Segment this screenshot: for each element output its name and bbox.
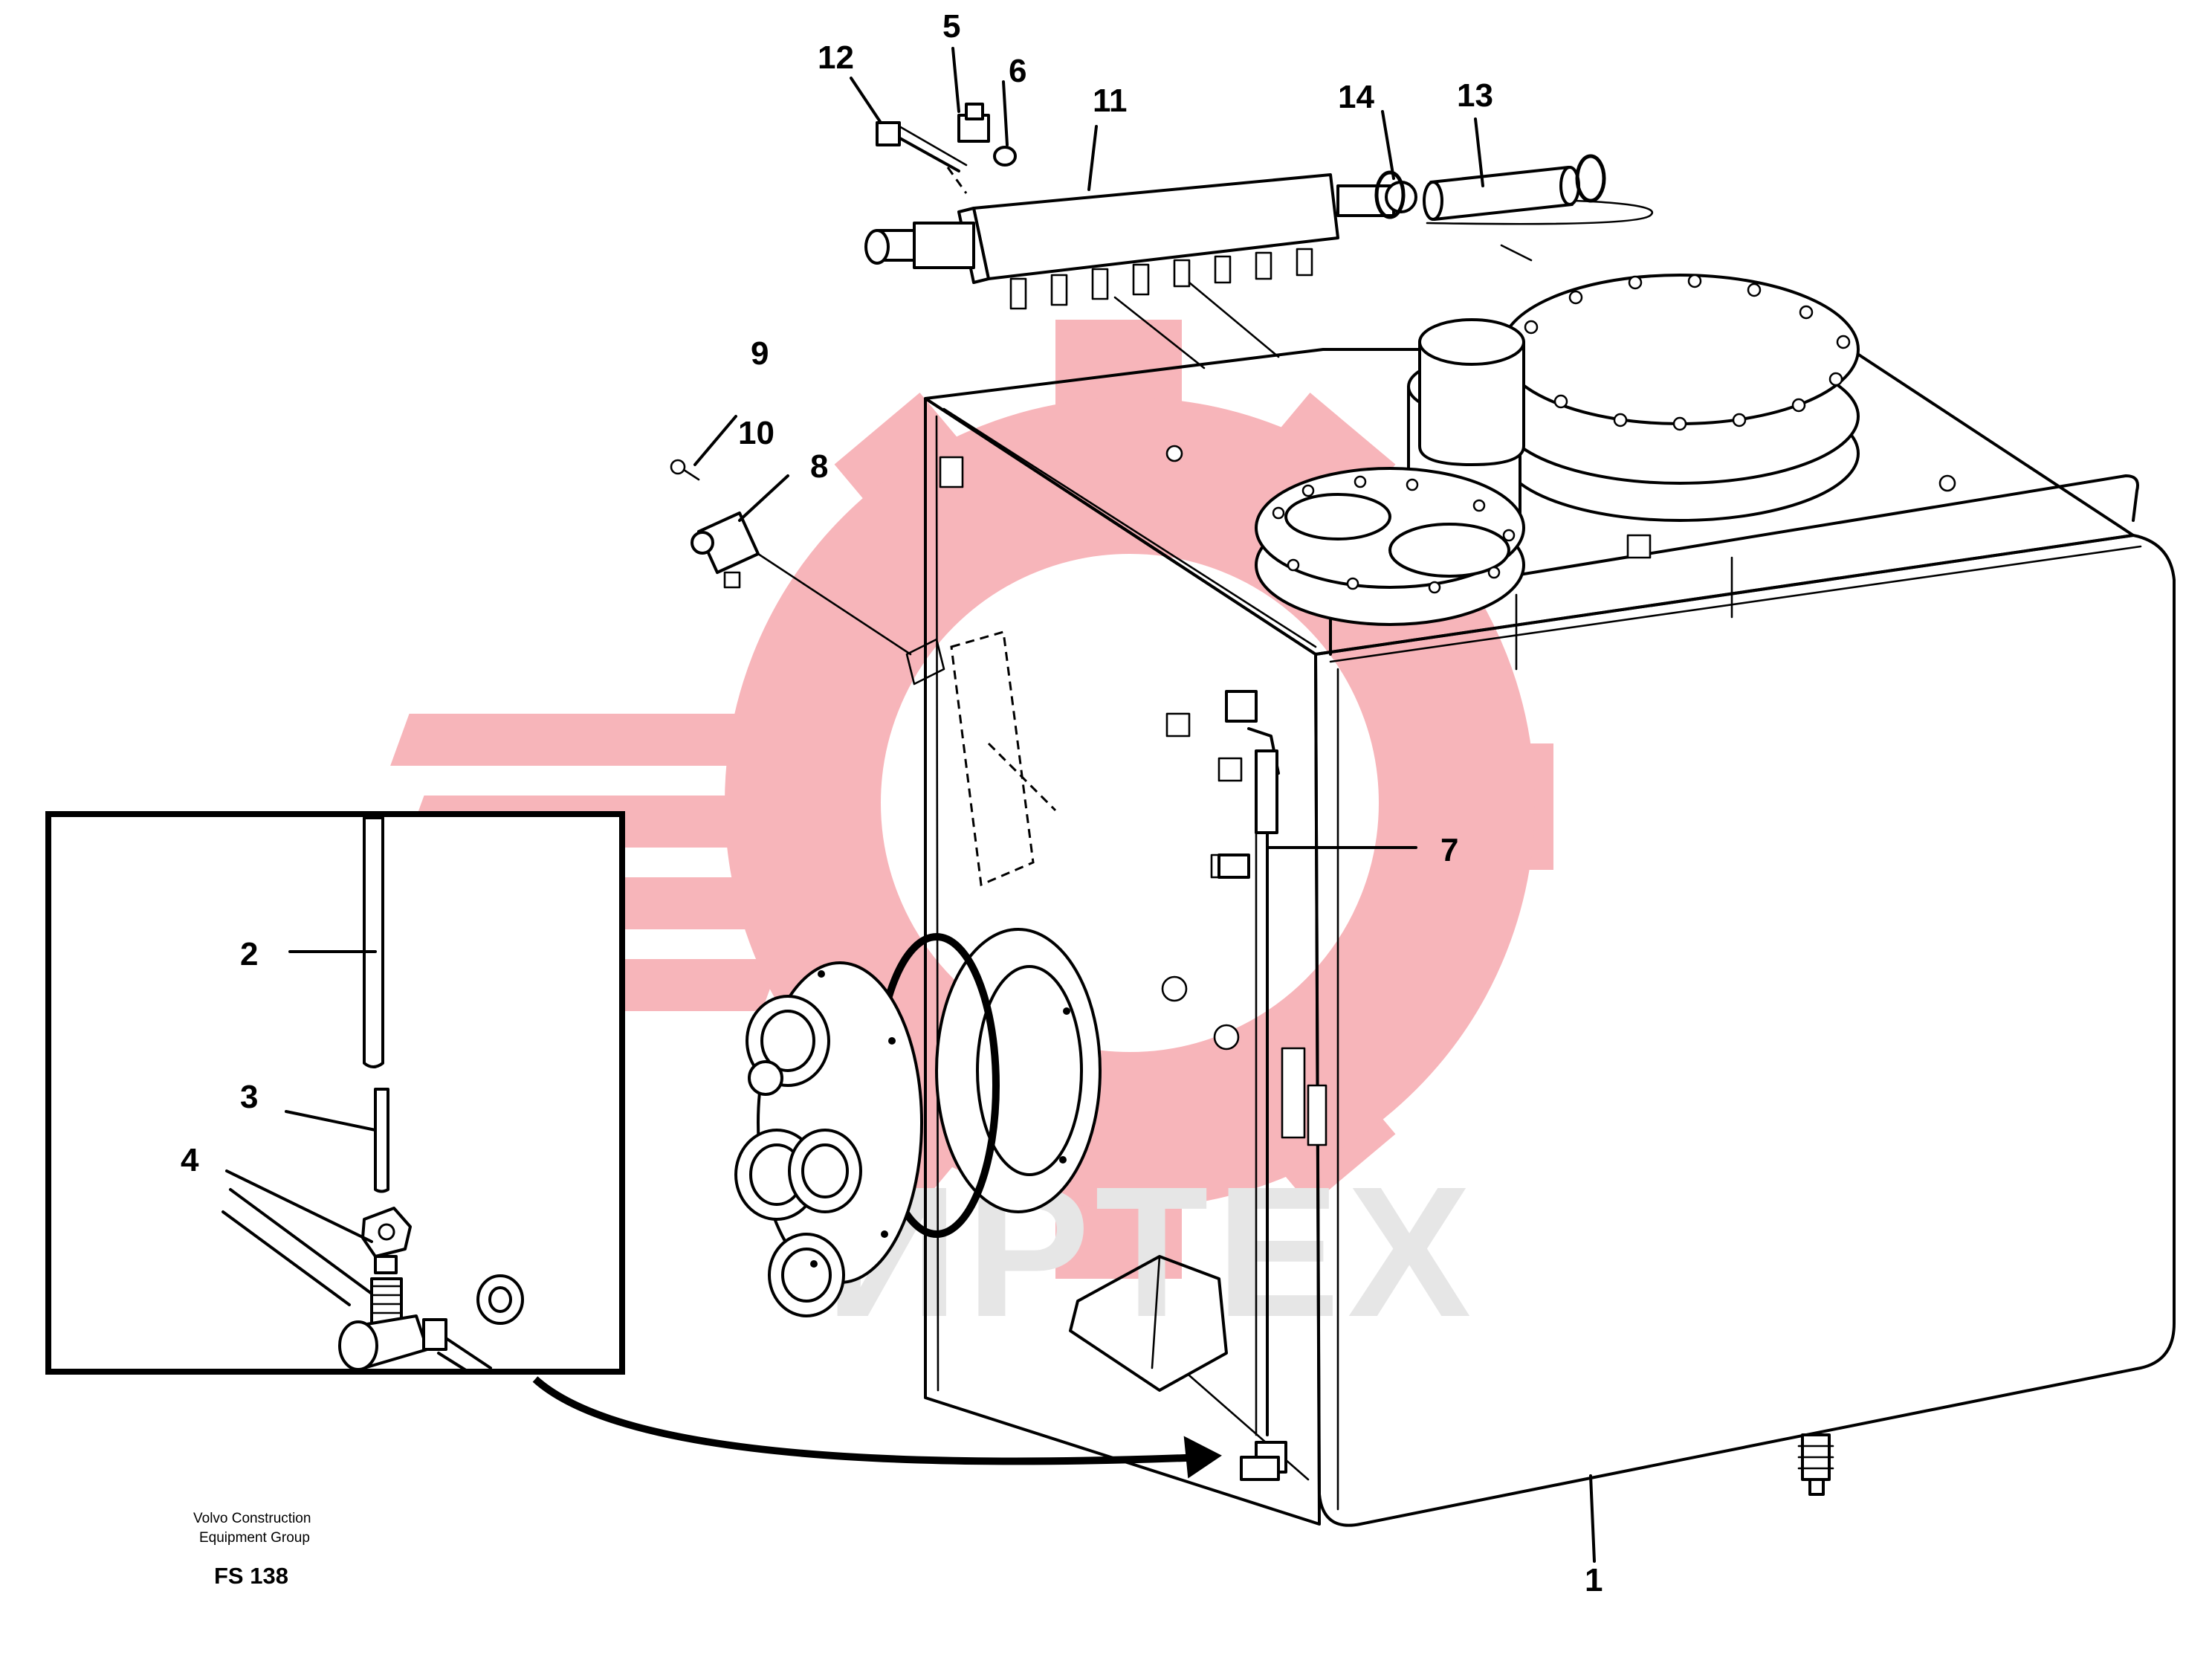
drain-plug [1797,1433,1834,1496]
callout-9: 9 [751,335,769,372]
distribution-block [864,173,1654,370]
callout-labels: 1 2 3 4 5 6 7 8 9 10 11 12 13 14 [181,8,1603,1598]
tank-small-cover [1255,467,1525,626]
suction-flange-assembly [734,928,1102,1317]
callout-6: 6 [1009,53,1026,89]
callout-14: 14 [1338,79,1374,115]
pressure-switch [691,512,912,656]
callout-5: 5 [942,8,960,45]
screw-9-10 [670,459,700,481]
callout-3: 3 [240,1079,258,1115]
callout-4: 4 [181,1142,199,1178]
tank-large-cover [1500,274,1860,522]
watermark-text: ИРТЕХ [825,1148,1478,1355]
nipple-5 [957,103,990,143]
callout-12: 12 [818,39,854,76]
detail-arrow [532,1376,1222,1479]
hydraulic-tank [905,348,2176,1527]
company-line-2: Equipment Group [199,1530,310,1546]
detail-inset [45,811,625,1375]
callout-8: 8 [810,448,828,485]
level-gauge-tube [1217,690,1287,1481]
figure-code: FS 138 [214,1563,288,1589]
washer-6 [993,146,1017,167]
callout-13: 13 [1457,77,1493,114]
footer: Volvo Construction Equipment Group FS 13… [193,1511,311,1589]
callout-1: 1 [1585,1562,1603,1598]
callout-11: 11 [1093,83,1128,119]
callout-2: 2 [240,936,258,972]
breather-hose [1423,166,1580,221]
hose-clamp [1374,154,1606,219]
company-line-1: Volvo Construction [193,1511,311,1526]
callout-10: 10 [738,415,774,451]
screw-12 [876,121,968,172]
callout-7: 7 [1440,832,1458,868]
